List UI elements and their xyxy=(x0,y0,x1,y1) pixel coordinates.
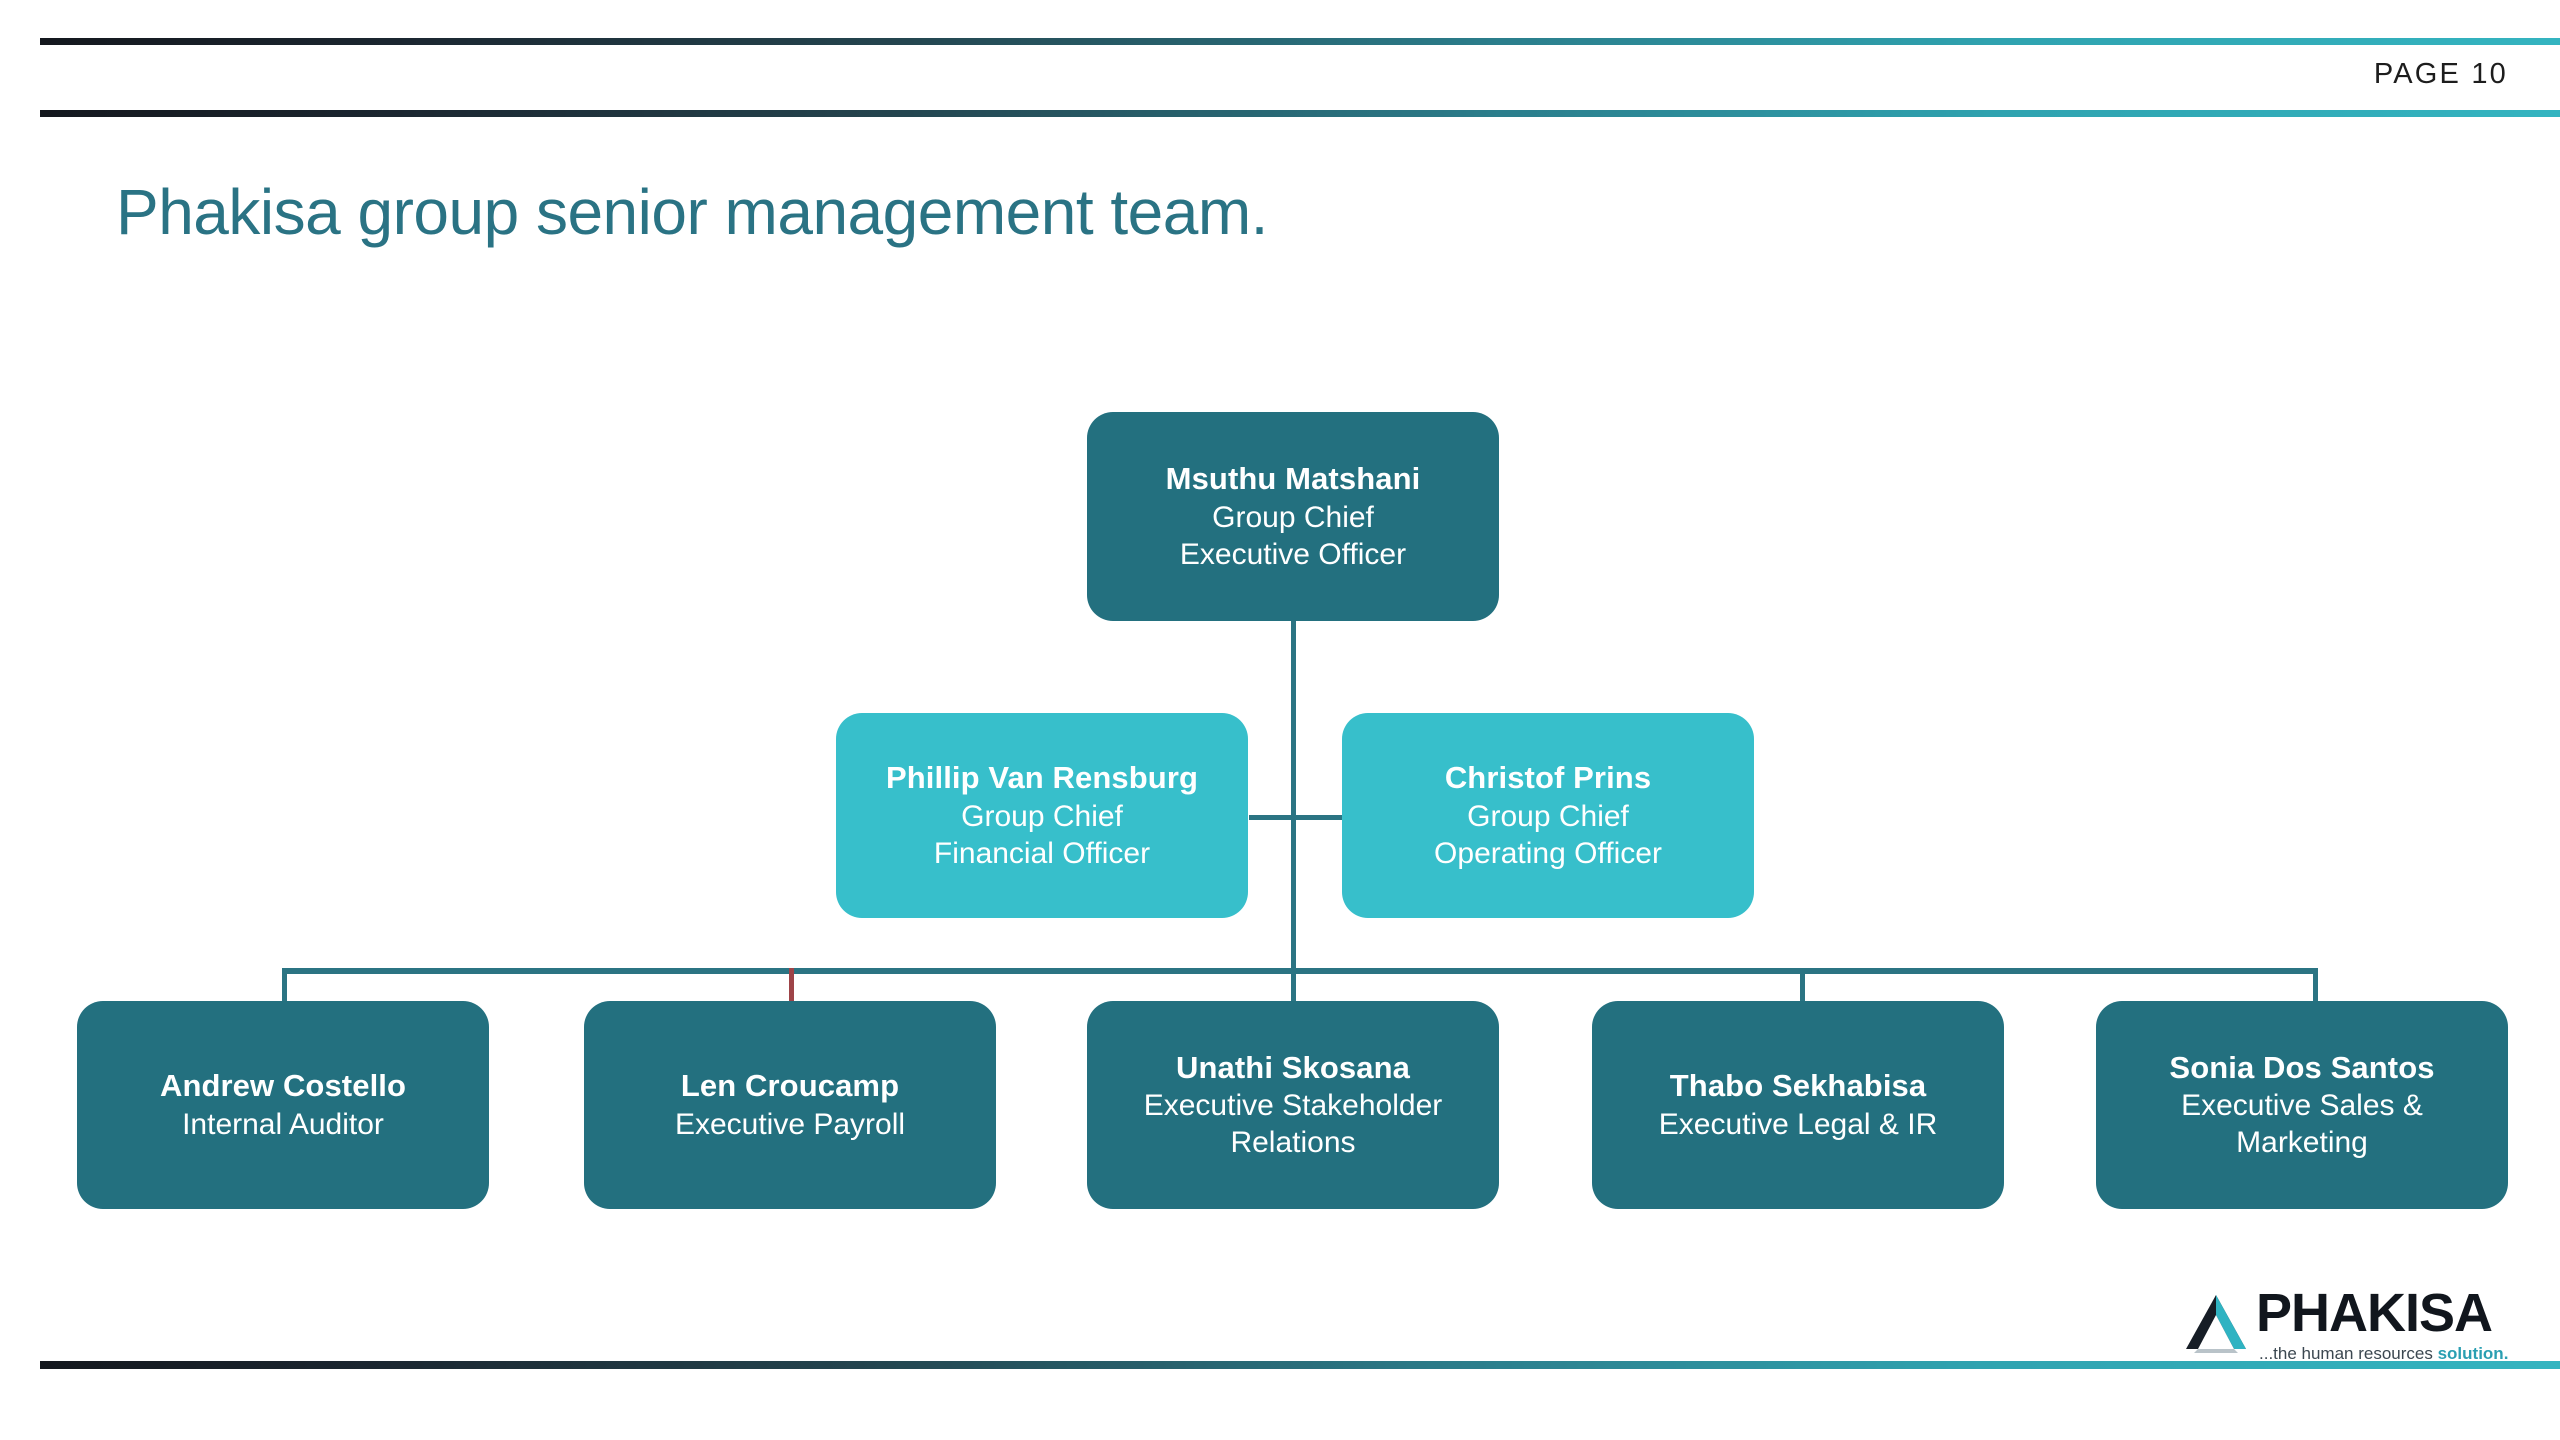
org-node-phillip-van-rensburg[interactable]: Phillip Van Rensburg Group Chief Financi… xyxy=(836,713,1248,918)
connector-drop-sonia-dos-santos xyxy=(2313,968,2318,1001)
org-node-thabo-sekhabisa[interactable]: Thabo Sekhabisa Executive Legal & IR xyxy=(1592,1001,2004,1209)
org-node-unathi-skosana[interactable]: Unathi Skosana Executive Stakeholder Rel… xyxy=(1087,1001,1499,1209)
page-number-label: PAGE 10 xyxy=(2373,58,2508,90)
org-node-role1: Group Chief xyxy=(961,799,1123,833)
org-node-role1: Group Chief xyxy=(1212,500,1374,534)
phakisa-logo: PHAKISA ...the human resources solution. xyxy=(2184,1286,2532,1362)
org-node-name: Len Croucamp xyxy=(680,1068,900,1104)
org-node-role1: Executive Sales & xyxy=(2181,1089,2423,1123)
connector-ceo-vertical xyxy=(1291,618,1296,971)
header-rule-top xyxy=(40,38,2560,45)
page-title: Phakisa group senior management team. xyxy=(116,176,1268,248)
org-node-name: Christof Prins xyxy=(1444,760,1652,796)
connector-drop-len-croucamp xyxy=(789,968,794,1001)
connector-drop-thabo-sekhabisa xyxy=(1800,968,1805,1001)
org-node-role1: Internal Auditor xyxy=(182,1107,384,1141)
org-node-christof-prins[interactable]: Christof Prins Group Chief Operating Off… xyxy=(1342,713,1754,918)
org-node-name: Thabo Sekhabisa xyxy=(1669,1068,1927,1104)
org-node-msuthu-matshani[interactable]: Msuthu Matshani Group Chief Executive Of… xyxy=(1087,412,1499,621)
phakisa-triangle-icon xyxy=(2184,1293,2248,1355)
header-rule-bottom xyxy=(40,110,2560,117)
org-node-name: Msuthu Matshani xyxy=(1165,461,1421,497)
org-node-role2: Relations xyxy=(1230,1126,1356,1160)
org-node-name: Andrew Costello xyxy=(159,1068,407,1104)
org-node-role2: Marketing xyxy=(2236,1126,2368,1160)
org-node-name: Phillip Van Rensburg xyxy=(885,760,1199,796)
org-node-andrew-costello[interactable]: Andrew Costello Internal Auditor xyxy=(77,1001,489,1209)
connector-level3-bus xyxy=(282,968,2318,974)
org-node-role1: Executive Legal & IR xyxy=(1658,1107,1938,1141)
connector-level2-crossbar xyxy=(1249,815,1342,820)
phakisa-wordmark-group: PHAKISA ...the human resources solution. xyxy=(2256,1286,2508,1362)
footer-rule xyxy=(40,1361,2560,1369)
org-node-name: Unathi Skosana xyxy=(1176,1049,1410,1085)
phakisa-wordmark: PHAKISA xyxy=(2256,1283,2493,1343)
org-node-role1: Executive Stakeholder xyxy=(1143,1089,1443,1123)
phakisa-tagline-prefix: ...the human resources xyxy=(2259,1344,2438,1363)
phakisa-tagline-accent: solution. xyxy=(2437,1344,2509,1363)
org-node-role2: Operating Officer xyxy=(1434,836,1662,870)
connector-drop-andrew-costello xyxy=(282,968,287,1001)
org-node-role2: Executive Officer xyxy=(1179,537,1407,571)
org-node-sonia-dos-santos[interactable]: Sonia Dos Santos Executive Sales & Marke… xyxy=(2096,1001,2508,1209)
phakisa-tagline: ...the human resources solution. xyxy=(2259,1345,2508,1362)
org-node-role1: Group Chief xyxy=(1467,799,1629,833)
org-node-role2: Financial Officer xyxy=(933,836,1151,870)
org-node-name: Sonia Dos Santos xyxy=(2169,1049,2435,1085)
connector-drop-unathi-skosana xyxy=(1291,968,1296,1001)
org-node-role1: Executive Payroll xyxy=(674,1107,906,1141)
org-node-len-croucamp[interactable]: Len Croucamp Executive Payroll xyxy=(584,1001,996,1209)
